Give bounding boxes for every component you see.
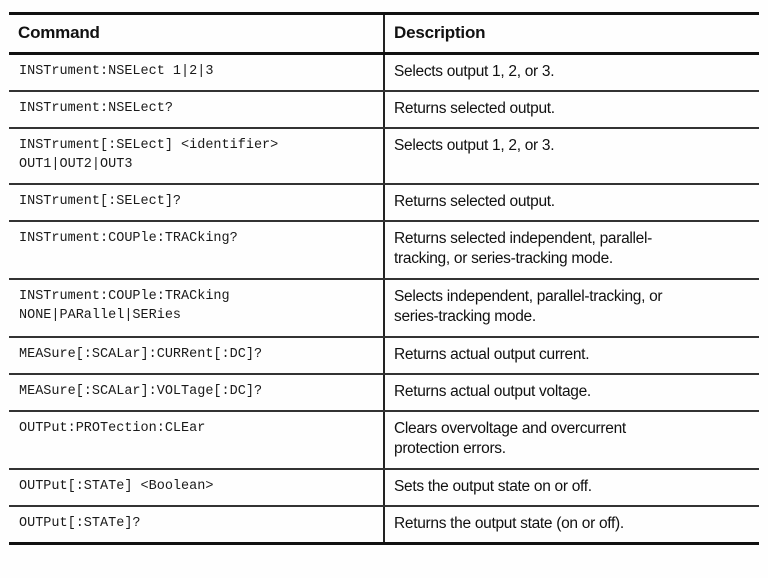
cell-command: OUTPut:PROTection:CLEar <box>9 411 385 470</box>
description-line: Returns selected output. <box>394 193 555 210</box>
description-line: Clears overvoltage and overcurrent <box>394 420 626 437</box>
cell-description: Returns actual output current. <box>384 337 759 375</box>
cell-command: INSTrument[:SELect] <identifier> OUT1|OUT… <box>9 128 385 185</box>
column-header-command: Command <box>9 12 385 55</box>
description-line: Returns actual output current. <box>394 346 590 363</box>
command-line: INSTrument:NSELect? <box>19 101 173 116</box>
description-line: Selects independent, parallel-tracking, … <box>394 288 663 305</box>
description-line: Selects output 1, 2, or 3. <box>394 63 555 80</box>
cell-description: Returns selected output. <box>384 91 759 129</box>
table-head: Command Description <box>9 12 759 55</box>
command-line: INSTrument:COUPle:TRACking? <box>19 231 238 246</box>
cell-command: INSTrument[:SELect]? <box>9 184 385 222</box>
description-line: Returns selected independent, parallel- <box>394 230 652 247</box>
description-line: series-tracking mode. <box>394 308 536 325</box>
description-line: protection errors. <box>394 440 506 457</box>
cell-description: Selects output 1, 2, or 3. <box>384 128 759 185</box>
table-row: INSTrument[:SELect] <identifier> OUT1|OUT… <box>9 128 759 185</box>
table-row: INSTrument:COUPle:TRACking? Returns selec… <box>9 221 759 280</box>
command-line: INSTrument[:SELect]? <box>19 194 182 209</box>
command-line: INSTrument:NSELect 1|2|3 <box>19 64 214 79</box>
command-line: OUTPut:PROTection:CLEar <box>19 421 206 436</box>
command-line: OUTPut[:STATe] <Boolean> <box>19 479 214 494</box>
description-line: Returns selected output. <box>394 100 555 117</box>
cell-description: Returns actual output voltage. <box>384 374 759 412</box>
command-line: MEASure[:SCALar]:VOLTage[:DC]? <box>19 384 263 399</box>
command-reference-table: Command Description INSTrument:NSELect 1… <box>9 12 759 545</box>
table-row: INSTrument[:SELect]? Returns selected out… <box>9 184 759 222</box>
table-row: OUTPut:PROTection:CLEar Clears overvoltag… <box>9 411 759 470</box>
cell-description: Selects output 1, 2, or 3. <box>384 53 759 92</box>
description-line: Selects output 1, 2, or 3. <box>394 137 555 154</box>
cell-description: Returns selected independent, parallel-t… <box>384 221 759 280</box>
table-row: OUTPut[:STATe]? Returns the output state … <box>9 506 759 545</box>
cell-description: Selects independent, parallel-tracking, … <box>384 279 759 338</box>
command-line: OUTPut[:STATe]? <box>19 516 141 531</box>
command-line: INSTrument:COUPle:TRACking <box>19 289 230 304</box>
command-line: INSTrument[:SELect] <identifier> <box>19 138 279 153</box>
cell-command: INSTrument:NSELect? <box>9 91 385 129</box>
table-row: INSTrument:NSELect? Returns selected outp… <box>9 91 759 129</box>
cell-command: INSTrument:COUPle:TRACking? <box>9 221 385 280</box>
cell-description: Clears overvoltage and overcurrent protec… <box>384 411 759 470</box>
cell-description: Sets the output state on or off. <box>384 469 759 507</box>
cell-command: OUTPut[:STATe] <Boolean> <box>9 469 385 507</box>
description-line: tracking, or series-tracking mode. <box>394 250 613 267</box>
command-line: MEASure[:SCALar]:CURRent[:DC]? <box>19 347 263 362</box>
table-row: INSTrument:NSELect 1|2|3 Selects output 1… <box>9 53 759 92</box>
table-row: OUTPut[:STATe] <Boolean> Sets the output … <box>9 469 759 507</box>
description-line: Returns the output state (on or off). <box>394 515 624 532</box>
cell-description: Returns the output state (on or off). <box>384 506 759 545</box>
column-header-description: Description <box>384 12 759 55</box>
cell-command: MEASure[:SCALar]:VOLTage[:DC]? <box>9 374 385 412</box>
cell-command: MEASure[:SCALar]:CURRent[:DC]? <box>9 337 385 375</box>
command-line: OUT1|OUT2|OUT3 <box>19 157 133 172</box>
description-line: Returns actual output voltage. <box>394 383 591 400</box>
cell-description: Returns selected output. <box>384 184 759 222</box>
cell-command: INSTrument:NSELect 1|2|3 <box>9 53 385 92</box>
command-line: NONE|PARallel|SERies <box>19 308 182 323</box>
table-row: MEASure[:SCALar]:CURRent[:DC]? Returns ac… <box>9 337 759 375</box>
description-line: Sets the output state on or off. <box>394 478 592 495</box>
table-header-row: Command Description <box>9 12 759 55</box>
table-row: MEASure[:SCALar]:VOLTage[:DC]? Returns ac… <box>9 374 759 412</box>
cell-command: OUTPut[:STATe]? <box>9 506 385 545</box>
